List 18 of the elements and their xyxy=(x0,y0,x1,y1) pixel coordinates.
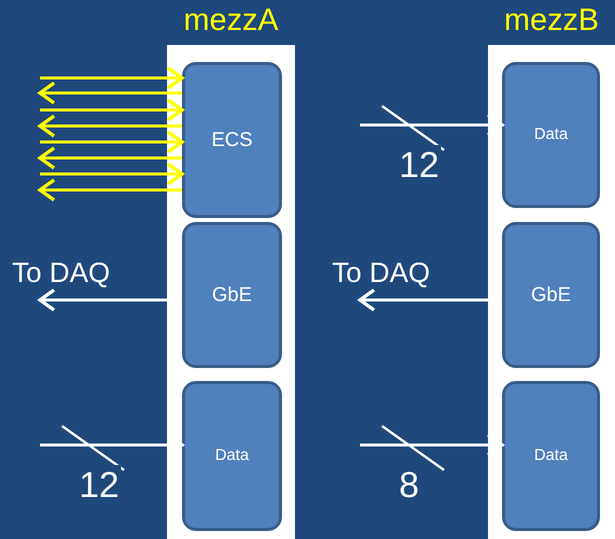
arrow xyxy=(38,178,182,202)
board-title: mezzA xyxy=(182,1,280,39)
board-title: mezzB xyxy=(503,1,600,39)
arrow xyxy=(40,98,184,122)
function-block: Data xyxy=(502,62,600,208)
function-block: Data xyxy=(502,381,600,531)
destination-label: To DAQ xyxy=(332,256,448,300)
arrow xyxy=(40,130,184,154)
arrow xyxy=(40,66,184,90)
destination-label: To DAQ xyxy=(12,256,128,300)
arrow xyxy=(38,114,182,138)
arrow xyxy=(40,162,184,186)
arrow xyxy=(38,146,182,170)
arrow xyxy=(38,81,182,105)
function-block: GbE xyxy=(502,222,600,368)
function-block: Data xyxy=(182,381,282,531)
function-block: ECS xyxy=(182,62,282,218)
function-block: GbE xyxy=(182,222,282,368)
